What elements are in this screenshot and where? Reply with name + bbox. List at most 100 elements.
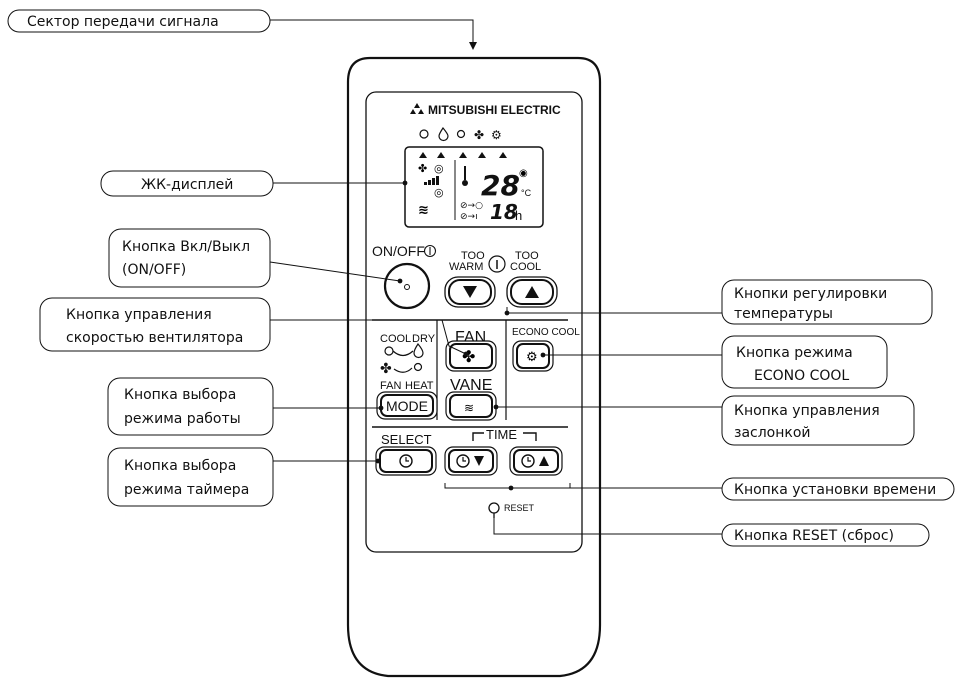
lcd-thermometer-icon <box>462 166 468 186</box>
reset-label: RESET <box>504 503 535 513</box>
onoff-leader <box>269 261 401 282</box>
lcd-timer-value: 18 <box>490 200 518 224</box>
signal-arrow-icon <box>469 42 477 50</box>
time-buttons-bracket <box>444 483 571 489</box>
cool-label: COOL <box>380 333 411 345</box>
arrow-up-icon <box>539 456 549 466</box>
callout-fan-speed: Кнопка управления скоростью вентилятора <box>39 297 271 352</box>
callout-temp-line1: Кнопки регулировки <box>734 286 887 302</box>
too-warm-line2: WARM <box>449 261 483 273</box>
too-cool-line1: TOO <box>515 250 539 262</box>
temp-up-button[interactable] <box>506 276 558 308</box>
callout-time-text: Кнопка установки времени <box>734 482 936 498</box>
callout-reset: Кнопка RESET (сброс) <box>721 523 930 547</box>
fan-mode-icon: ✤ <box>474 128 484 142</box>
lcd-temperature: 28 <box>481 169 520 202</box>
heat-icon <box>413 362 423 372</box>
reset-button[interactable] <box>488 502 500 518</box>
temp-down-button[interactable] <box>444 276 496 308</box>
lcd-fan-speed-bars <box>424 176 439 185</box>
dry-label: DRY <box>412 333 436 345</box>
lcd-timer-unit: h <box>515 208 522 223</box>
callout-temp-line2: температуры <box>734 306 833 322</box>
econo-cool-icon: ⚙ <box>526 350 538 365</box>
callout-signal-text: Сектор передачи сигнала <box>27 14 219 30</box>
heat-label: HEAT <box>405 380 434 392</box>
remote-control: MITSUBISHI ELECTRIC ✤ ⚙ ✤ ◎ ◎ ≋ <box>346 56 602 678</box>
vane-button[interactable]: ≋ <box>445 391 497 421</box>
lcd-vane-icon: ≋ <box>418 203 429 218</box>
leader-dots <box>375 180 546 491</box>
callout-fan-line1: Кнопка управления <box>66 307 212 323</box>
mode-button[interactable]: MODE <box>376 391 438 420</box>
display-mode-icons: ✤ ⚙ <box>419 126 502 142</box>
too-cool-line2: COOL <box>510 261 541 273</box>
callout-timer-line1: Кнопка выбора <box>124 458 236 474</box>
lcd-swing-icon: ◎ <box>434 186 444 199</box>
svg-text:⊘→ı: ⊘→ı <box>460 212 478 222</box>
time-down-button[interactable] <box>444 446 498 476</box>
callout-signal-sector: Сектор передачи сигнала <box>7 9 271 33</box>
i-feel-icon <box>488 255 506 273</box>
lcd-temp-unit: °C <box>521 188 532 198</box>
callout-mode: Кнопка выбора режима работы <box>107 377 274 436</box>
callout-temperature: Кнопки регулировки температуры <box>721 279 933 325</box>
econo-mode-icon: ⚙ <box>491 128 502 142</box>
fan-speed-button[interactable]: ✤ <box>445 340 497 372</box>
cool-mode-icon <box>419 129 429 139</box>
lcd-auto-vane-icon: ◎ <box>434 162 444 175</box>
clock-icon <box>456 454 470 468</box>
power-icon <box>423 244 437 258</box>
lcd-signal-icon: ◉ <box>519 168 528 179</box>
callout-lcd: ЖК-дисплей <box>100 170 274 197</box>
callout-onoff-line2: (ON/OFF) <box>122 262 186 278</box>
dry-mode-icon <box>438 126 449 142</box>
dry-icon <box>413 342 424 359</box>
clock-icon <box>399 454 413 468</box>
timer-select-button[interactable] <box>375 446 437 476</box>
mode-cycle-icons: ✤ <box>380 342 424 377</box>
on-off-label: ON/OFF <box>372 243 425 259</box>
lcd-display <box>404 146 544 228</box>
arrow-up-icon <box>525 286 539 298</box>
on-off-button[interactable] <box>383 262 431 310</box>
econo-cool-button[interactable]: ⚙ <box>512 340 554 372</box>
callout-mode-line1: Кнопка выбора <box>124 387 236 403</box>
econo-cool-label: ECONO COOL <box>512 327 580 338</box>
callout-timer-mode: Кнопка выбора режима таймера <box>107 447 274 507</box>
fan-button-icon: ✤ <box>462 347 475 366</box>
heat-mode-icon <box>456 129 466 139</box>
callout-mode-line2: режима работы <box>124 411 241 427</box>
arrow-down-icon <box>474 456 484 466</box>
lcd-timer-icons: ⊘→○ ⊘→ı <box>460 201 483 222</box>
time-up-button[interactable] <box>509 446 563 476</box>
fan-leader <box>270 319 467 355</box>
time-label: TIME <box>486 427 517 442</box>
lcd-fan-icon: ✤ <box>418 162 427 175</box>
arrow-down-icon <box>463 286 477 298</box>
callout-econo-cool: Кнопка режима ECONO COOL <box>721 335 888 389</box>
mitsubishi-logo-icon <box>410 103 424 114</box>
time-bracket <box>472 432 537 441</box>
callout-onoff: Кнопка Вкл/Выкл (ON/OFF) <box>108 228 271 288</box>
mode-button-label: MODE <box>386 398 428 414</box>
clock-icon <box>521 454 535 468</box>
callout-onoff-line1: Кнопка Вкл/Выкл <box>122 239 250 255</box>
reset-leader <box>493 518 722 535</box>
vane-button-icon: ≋ <box>464 401 474 415</box>
svg-text:⊘→○: ⊘→○ <box>460 201 483 211</box>
callout-fan-line2: скоростью вентилятора <box>66 330 243 346</box>
callout-vane-line2: заслонкой <box>734 425 811 441</box>
callout-time-set: Кнопка установки времени <box>721 477 955 501</box>
callout-reset-text: Кнопка RESET (сброс) <box>734 528 894 544</box>
brand-name: MITSUBISHI ELECTRIC <box>428 103 561 117</box>
vane-label: VANE <box>450 377 492 394</box>
too-warm-line1: TOO <box>461 250 485 262</box>
callout-econo-line1: Кнопка режима <box>736 345 853 361</box>
callout-timer-line2: режима таймера <box>124 482 249 498</box>
signal-leader <box>270 19 474 44</box>
fan-icon: ✤ <box>380 361 392 377</box>
leader-lines <box>269 19 722 535</box>
lcd-indicator-arrows <box>419 152 507 158</box>
